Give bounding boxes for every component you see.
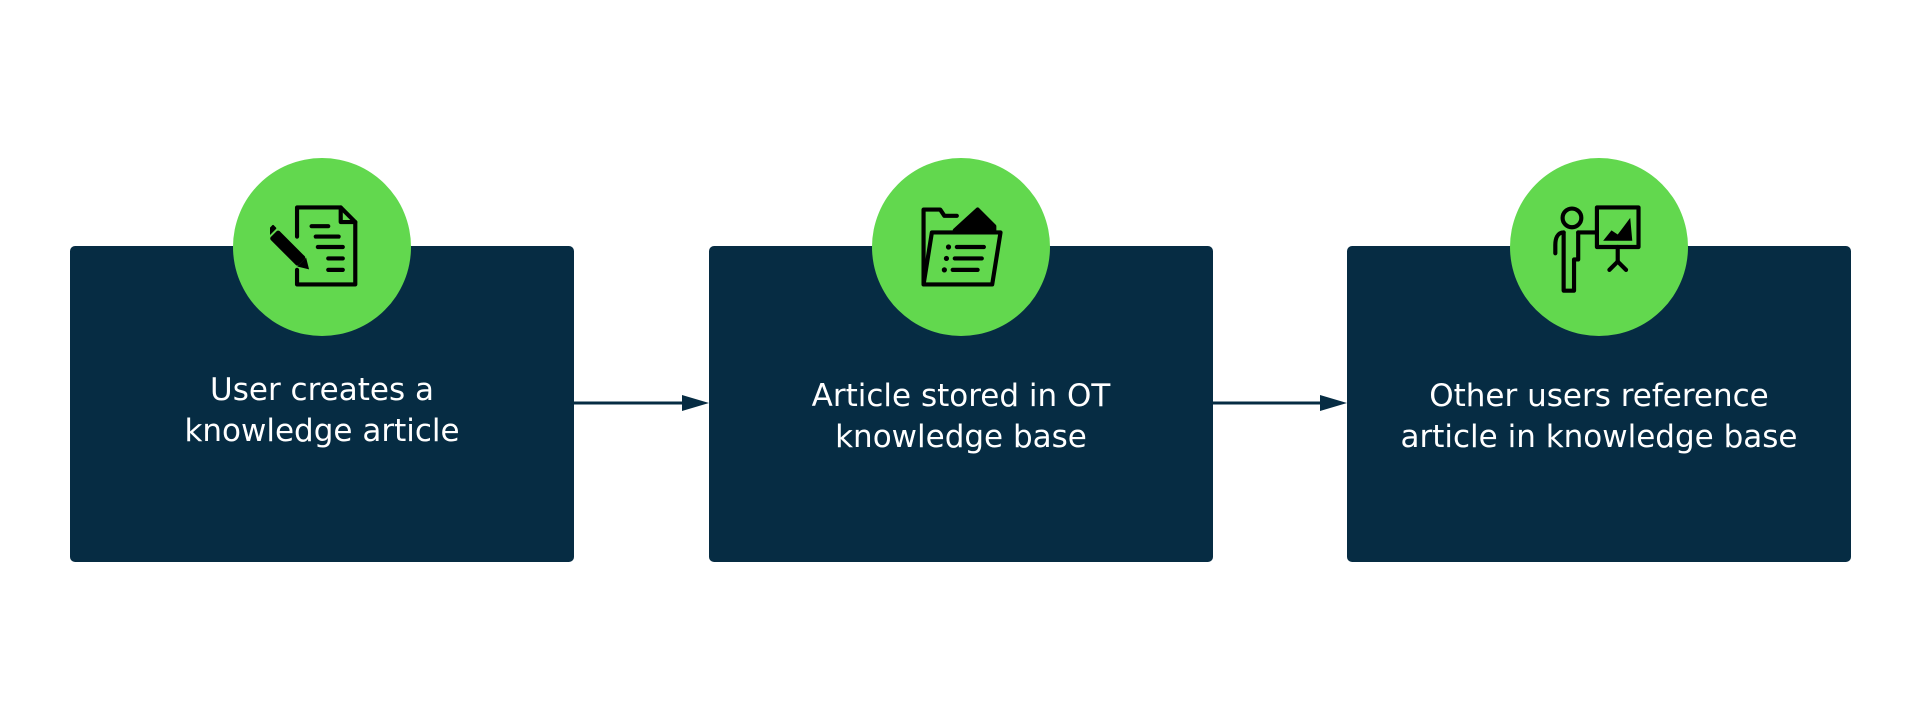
step-label-line: Other users reference — [1429, 378, 1769, 414]
step-label: User creates a knowledge article — [70, 370, 574, 452]
step-badge-store — [872, 158, 1050, 336]
step-label-line: User creates a — [210, 372, 434, 408]
presenter-board-icon — [1553, 205, 1641, 293]
flow-arrow — [1213, 392, 1347, 414]
step-label: Article stored in OT knowledge base — [709, 376, 1213, 458]
step-label: Other users reference article in knowled… — [1347, 376, 1851, 458]
folder-list-icon — [921, 207, 1003, 287]
step-label-line: knowledge base — [835, 419, 1087, 455]
step-label-line: article in knowledge base — [1400, 419, 1798, 455]
step-badge-reference — [1510, 158, 1688, 336]
step-badge-create — [233, 158, 411, 336]
step-label-line: knowledge article — [184, 413, 460, 449]
flow-arrow — [574, 392, 709, 414]
step-label-line: Article stored in OT — [811, 378, 1111, 414]
document-edit-icon — [270, 205, 358, 287]
